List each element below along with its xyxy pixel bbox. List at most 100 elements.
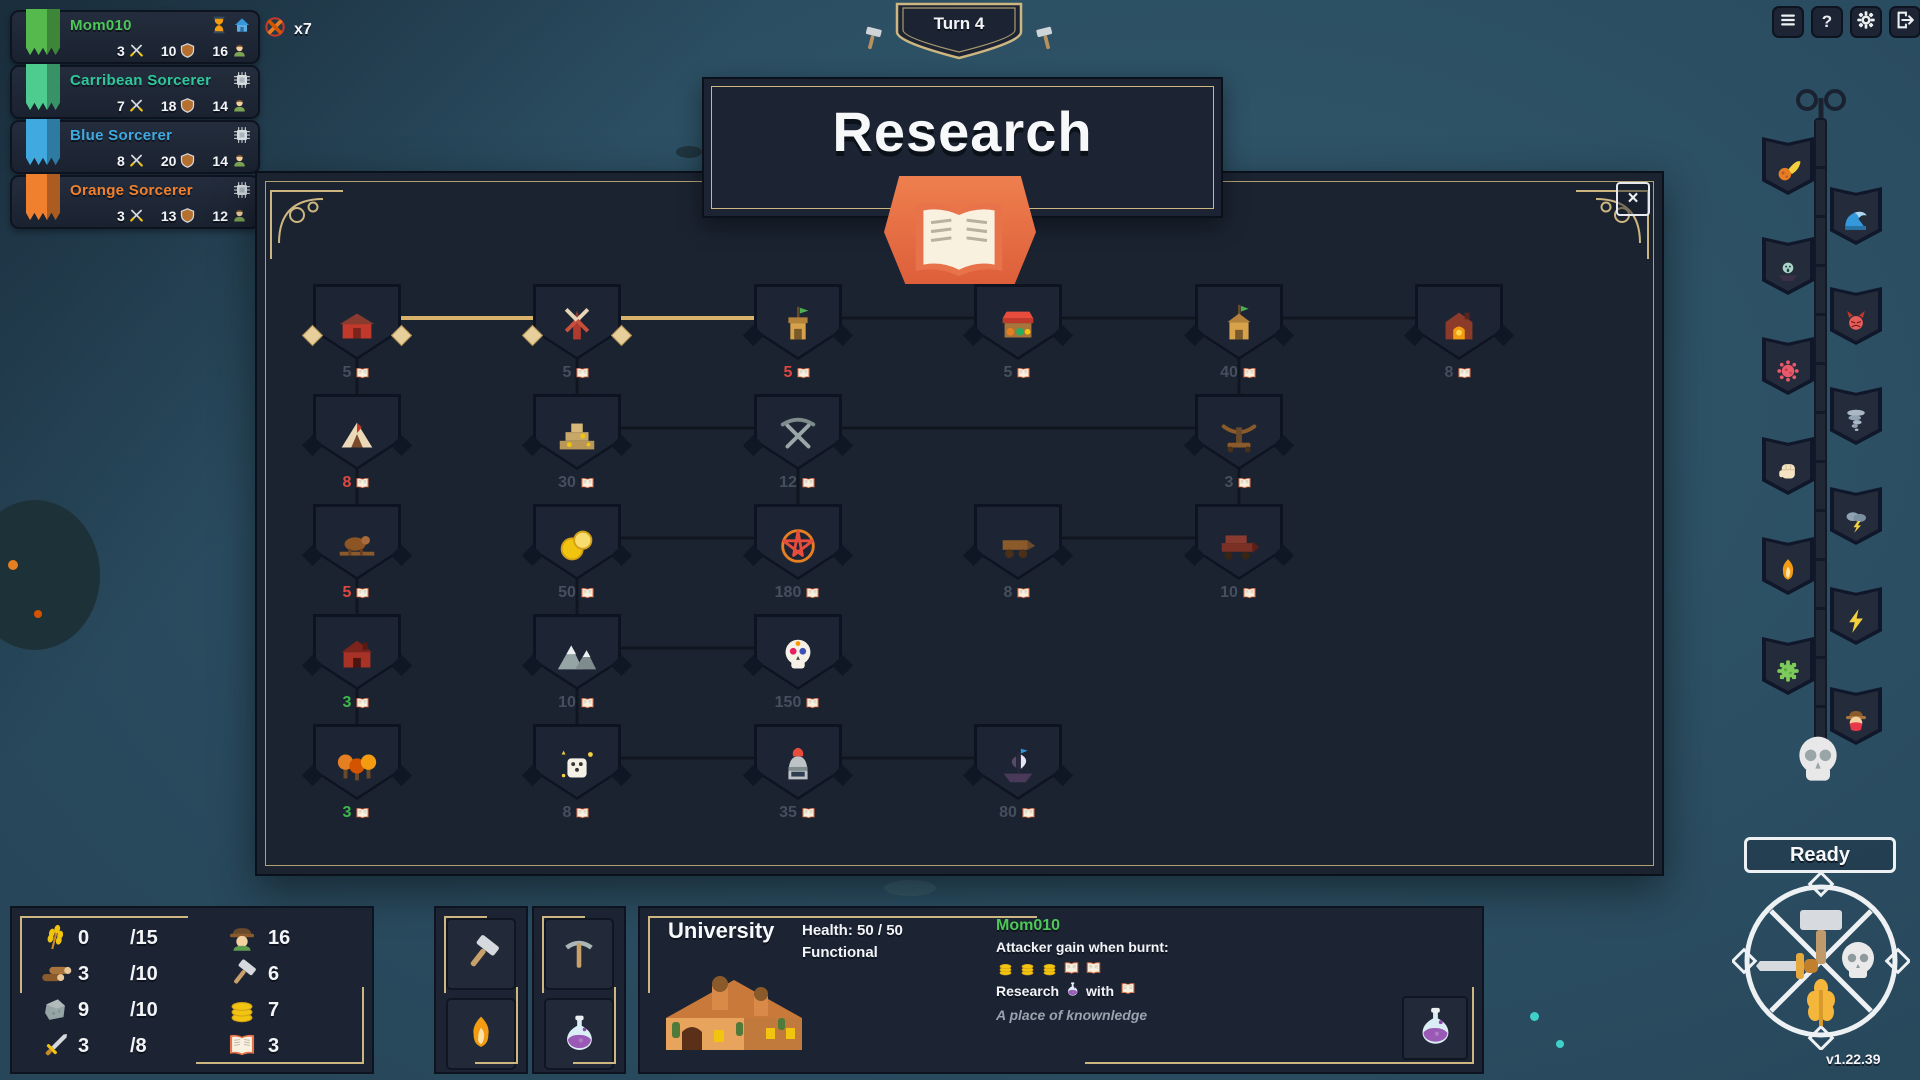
- spell-slot-bandit[interactable]: [1830, 687, 1882, 745]
- research-potion-button[interactable]: [1402, 996, 1468, 1060]
- spell-slot-meteor[interactable]: [1762, 137, 1814, 195]
- spell-slot-ghost-ship[interactable]: [1762, 237, 1814, 295]
- research-node-ballista[interactable]: 3: [1183, 394, 1295, 491]
- research-node-siege-ram[interactable]: 10: [1183, 504, 1295, 601]
- pickaxes-icon: [775, 405, 821, 467]
- research-node-tower-flag[interactable]: 5: [742, 284, 854, 381]
- devil-icon: [1841, 301, 1871, 341]
- close-button[interactable]: ×: [1616, 182, 1650, 216]
- ghost-ship-icon: [1773, 251, 1803, 291]
- research-node-windmill[interactable]: 5: [521, 284, 633, 381]
- siege-ram-icon: [1216, 515, 1262, 577]
- chip-icon: [232, 180, 252, 200]
- research-node-camp[interactable]: 8: [301, 394, 413, 491]
- spell-slot-lightning[interactable]: [1830, 587, 1882, 645]
- resource-value: 7: [268, 998, 280, 1021]
- research-cost: 3: [1195, 474, 1283, 492]
- spell-slot-germ[interactable]: [1762, 637, 1814, 695]
- wood-icon: [32, 957, 78, 991]
- emblem-hammer-icon: [1800, 910, 1842, 964]
- spell-slot-wave[interactable]: [1830, 187, 1882, 245]
- player-defense: 18: [161, 97, 197, 114]
- exit-icon: [1894, 9, 1916, 31]
- book-icon: [1241, 585, 1258, 602]
- spell-slot-virus[interactable]: [1762, 337, 1814, 395]
- book-icon: [1119, 980, 1137, 998]
- coins-icon: [554, 515, 600, 577]
- livestock-icon: [334, 515, 380, 577]
- research-node-fort[interactable]: 40: [1183, 284, 1295, 381]
- close-icon: ×: [1627, 188, 1639, 209]
- university-illustration: [666, 976, 802, 1050]
- research-cost: 12: [754, 474, 842, 492]
- research-node-orchard[interactable]: 3: [301, 724, 413, 821]
- coins-stack-icon: [1040, 959, 1059, 978]
- research-node-smithy[interactable]: 3: [301, 614, 413, 711]
- exit-button[interactable]: [1889, 6, 1920, 38]
- research-node-market[interactable]: 5: [962, 284, 1074, 381]
- research-node-farm[interactable]: 5: [301, 284, 413, 381]
- research-node-coins[interactable]: 50: [521, 504, 633, 601]
- help-label: ?: [1821, 12, 1833, 31]
- action-pickaxe-button[interactable]: [544, 918, 614, 990]
- research-node-dice[interactable]: 8: [521, 724, 633, 821]
- turn-label: Turn 4: [933, 14, 985, 33]
- resource-value: 3: [268, 1034, 280, 1057]
- swords-icon: [128, 152, 145, 169]
- ballista-icon: [1216, 405, 1262, 467]
- coins-stack-icon: [216, 993, 268, 1027]
- settings-button[interactable]: [1850, 6, 1882, 38]
- player-defense: 20: [161, 152, 197, 169]
- emblem-wheat-icon: [1807, 979, 1835, 1026]
- spell-slot-fist[interactable]: [1762, 437, 1814, 495]
- action-potion-button[interactable]: [544, 998, 614, 1070]
- spell-slot-storm[interactable]: [1830, 487, 1882, 545]
- orchard-icon: [334, 735, 380, 797]
- research-node-sugar-skull[interactable]: 150: [742, 614, 854, 711]
- menu-button[interactable]: [1772, 6, 1804, 38]
- research-cost: 8: [533, 804, 621, 822]
- player-name: Blue Sorcerer: [70, 127, 173, 144]
- ready-button[interactable]: Ready: [1744, 837, 1896, 873]
- knight-icon: [775, 735, 821, 797]
- potion-icon: [557, 1012, 601, 1056]
- hourglass-icon: [209, 15, 229, 35]
- chip-icon: [232, 125, 252, 145]
- research-node-wagon[interactable]: 8: [962, 504, 1074, 601]
- camp-icon: [334, 405, 380, 467]
- health-label: Health:: [802, 922, 853, 939]
- spell-slot-tornado[interactable]: [1830, 387, 1882, 445]
- book-icon: [354, 365, 371, 382]
- research-node-mine[interactable]: 30: [521, 394, 633, 491]
- help-button[interactable]: ?: [1811, 6, 1843, 38]
- player-population: 14: [212, 152, 248, 169]
- research-node-mountain[interactable]: 10: [521, 614, 633, 711]
- research-node-pentagram[interactable]: 180: [742, 504, 854, 601]
- flame-icon: [459, 1012, 503, 1056]
- book-icon: [804, 695, 821, 712]
- research-node-livestock[interactable]: 5: [301, 504, 413, 601]
- research-node-ship[interactable]: 80: [962, 724, 1074, 821]
- mine-icon: [554, 405, 600, 467]
- research-cost: 35: [754, 804, 842, 822]
- player-population: 12: [212, 207, 248, 224]
- burn-counter: x7: [262, 14, 312, 45]
- hammer-gray-icon: [852, 19, 892, 59]
- research-node-knight[interactable]: 35: [742, 724, 854, 821]
- spell-slot-devil[interactable]: [1830, 287, 1882, 345]
- book-icon: [579, 585, 596, 602]
- action-hammer-button[interactable]: [446, 918, 516, 990]
- action-flame-button[interactable]: [446, 998, 516, 1070]
- skull-icon: [1786, 730, 1850, 794]
- meteor-icon: [1773, 151, 1803, 191]
- farm-icon: [334, 295, 380, 357]
- player-status-icons: [232, 125, 252, 145]
- research-node-forge[interactable]: 8: [1403, 284, 1515, 381]
- research-node-pickaxes[interactable]: 12: [742, 394, 854, 491]
- spell-slot-flame[interactable]: [1762, 537, 1814, 595]
